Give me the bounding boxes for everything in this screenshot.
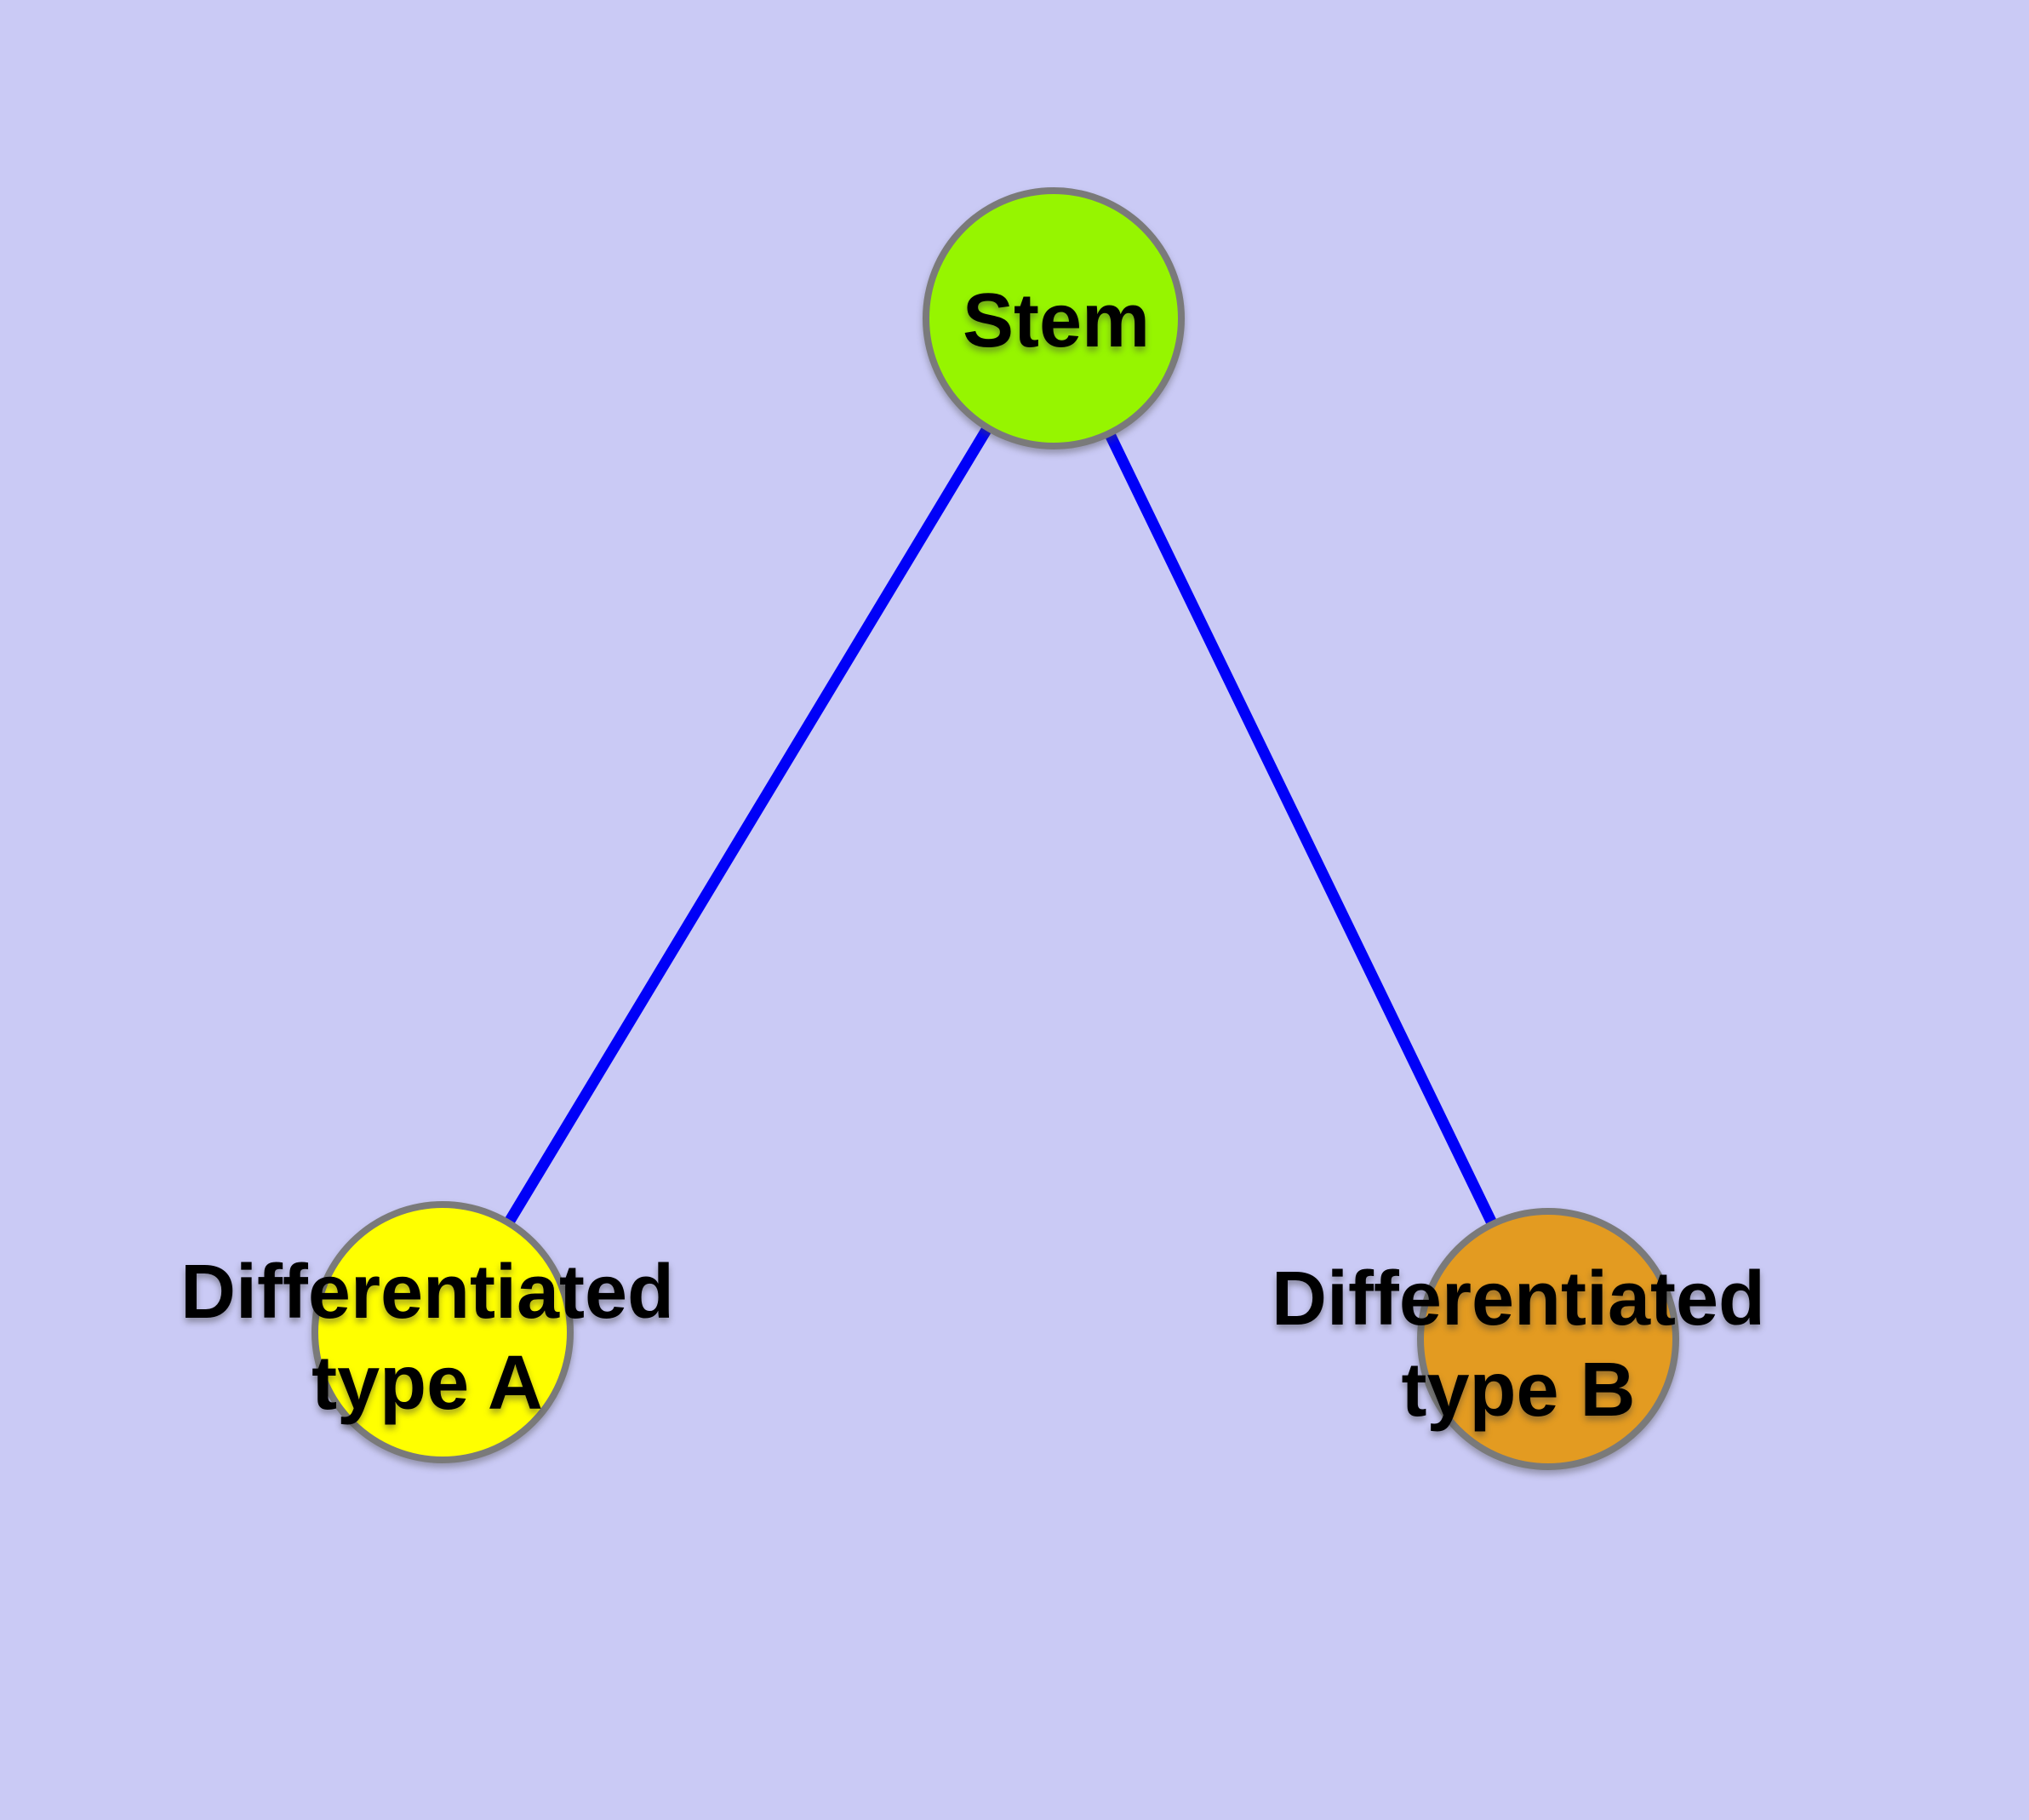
node-stem-circle — [923, 187, 1185, 449]
node-type-b-label-line2: type B — [1401, 1348, 1635, 1433]
node-type-b-label-line1: Differentiated — [1272, 1256, 1765, 1342]
node-type-b-circle — [1417, 1208, 1679, 1470]
node-layer — [311, 187, 1679, 1470]
label-layer: Stem Differentiated type A Differentiate… — [180, 278, 1765, 1433]
node-stem-label: Stem — [963, 278, 1150, 363]
edge-stem-to-type-b — [1049, 316, 1553, 1342]
node-type-a-label-line2: type A — [311, 1341, 543, 1426]
node-type-a-circle — [311, 1201, 574, 1463]
node-type-a-label-line1: Differentiated — [180, 1250, 674, 1335]
edge-layer — [437, 315, 1553, 1342]
edge-stem-to-type-a — [437, 315, 1059, 1336]
